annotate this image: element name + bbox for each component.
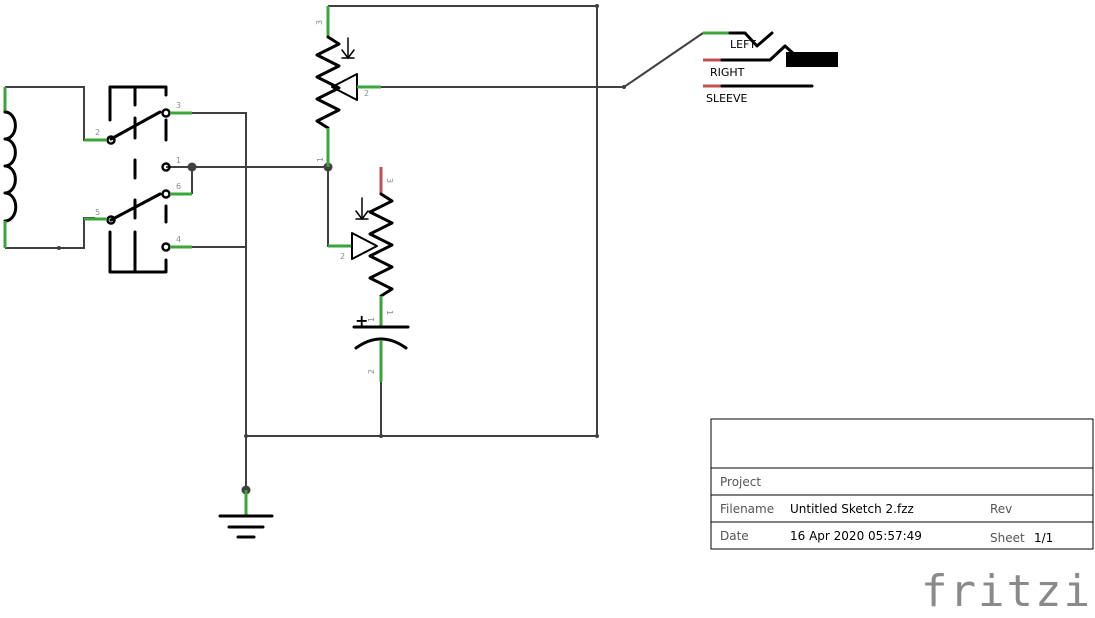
pin-label: 2 [364, 89, 369, 98]
bendpoint-dot [244, 434, 248, 438]
wire-pot-junction-down[interactable] [327, 167, 341, 247]
wire-inductor-bottom[interactable] [5, 217, 95, 249]
filename-value: Untitled Sketch 2.fzz [790, 502, 914, 516]
pin-label: 2 [367, 369, 376, 374]
pin-label: 4 [176, 235, 181, 244]
bendpoint-dot [595, 434, 599, 438]
junctions [57, 4, 626, 495]
jack-left-label: LEFT [730, 38, 756, 51]
title-block: Project Filename Untitled Sketch 2.fzz R… [710, 418, 1094, 550]
jack-sleeve-label: SLEEVE [706, 92, 748, 105]
pin-label: 3 [385, 178, 394, 183]
date-value: 16 Apr 2020 05:57:49 [790, 529, 922, 543]
jack-right-label: RIGHT [710, 66, 745, 79]
jack-labels: LEFT RIGHT SLEEVE [706, 38, 756, 105]
ground-symbol[interactable] [218, 490, 274, 539]
pin-label: 6 [176, 182, 181, 191]
filename-label: Filename [720, 502, 774, 516]
cap-pin-labels: 1 2 [367, 317, 376, 374]
sheet-label: Sheet [990, 531, 1025, 545]
wire-inductor-top[interactable] [5, 86, 95, 141]
switch-pin-labels: 2 3 1 6 5 4 [95, 101, 181, 244]
fritzing-logo: fritzing [921, 566, 1095, 617]
potentiometer-top-symbol[interactable] [315, 6, 381, 167]
potentiometer-bottom-symbol[interactable] [328, 167, 394, 327]
inductor-symbol[interactable] [3, 87, 18, 248]
pin-label: 1 [367, 317, 376, 322]
pot-bottom-pin-labels: 3 2 1 [340, 178, 394, 315]
bendpoint-dot [595, 4, 599, 8]
pin-label: 2 [95, 128, 100, 137]
capacitor-symbol[interactable] [352, 325, 410, 382]
bendpoint-dot [57, 246, 61, 250]
sheet-value: 1/1 [1034, 531, 1053, 545]
pin-label: 1 [316, 157, 325, 162]
bendpoint-dot [622, 85, 626, 89]
pin-label: 2 [340, 252, 345, 261]
date-label: Date [720, 529, 749, 543]
capacitor-plus-sign: + [355, 311, 368, 330]
wire-wiper-jack[interactable] [381, 32, 704, 88]
pin-label: 1 [385, 310, 394, 315]
rev-label: Rev [990, 502, 1012, 516]
pin-label: 1 [176, 156, 181, 165]
pot-top-pin-labels: 3 2 1 [315, 20, 369, 162]
junction-dot[interactable] [187, 162, 197, 172]
dpdt-switch-symbol[interactable] [84, 85, 192, 274]
pin-label: 5 [95, 208, 100, 217]
pin-label: 3 [315, 20, 324, 25]
pin-label: 3 [176, 101, 181, 110]
jack-sleeve-block [786, 52, 838, 67]
bendpoint-dot [379, 434, 383, 438]
project-label: Project [720, 475, 761, 489]
wire-switch-3-bus[interactable] [192, 112, 247, 490]
stereo-jack-symbol[interactable] [703, 31, 838, 88]
